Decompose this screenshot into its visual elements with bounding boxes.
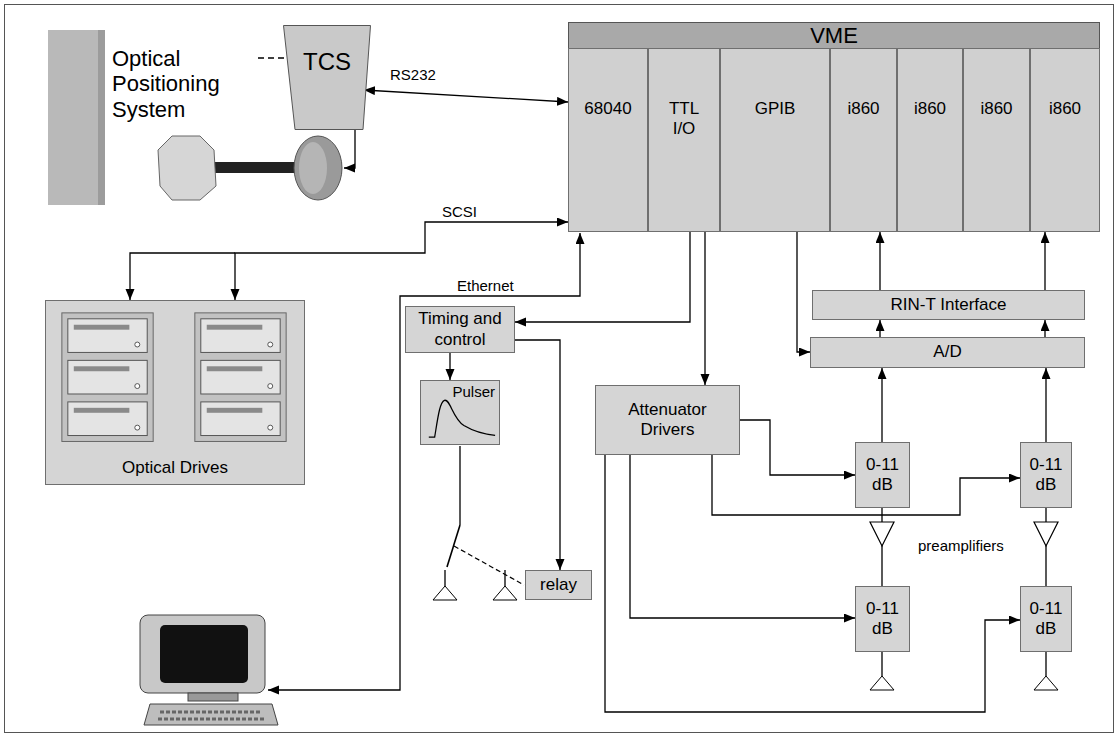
- node-label: 0-11 dB: [1027, 455, 1065, 496]
- node-label: TCS: [303, 48, 351, 77]
- connector: [882, 368, 883, 442]
- connector: [1045, 232, 1046, 290]
- node-label: i860: [847, 99, 879, 119]
- connector: [797, 232, 810, 352]
- attenuator-box: 0-11 dB: [1020, 442, 1072, 508]
- node-label: Timing and control: [412, 309, 508, 350]
- connector: [364, 90, 568, 102]
- connector: [880, 232, 881, 290]
- node-label: A/D: [933, 342, 961, 362]
- driver-box: Attenuator Drivers: [595, 385, 740, 455]
- adc-box: A/D: [810, 337, 1085, 368]
- node-label: 0-11 dB: [862, 599, 903, 640]
- node-label: Optical Positioning System: [112, 46, 252, 122]
- component-label: preamplifiers: [916, 537, 1006, 554]
- timing-box: Timing and control: [405, 306, 515, 353]
- bus-label: Ethernet: [455, 277, 516, 294]
- interface-box: RIN-T Interface: [812, 290, 1085, 320]
- node-label: Optical Drives: [122, 458, 228, 478]
- node-label: i860: [980, 99, 1012, 119]
- node-label: i860: [914, 99, 946, 119]
- pulser-switch: [433, 446, 524, 600]
- antenna-symbols: [870, 652, 1058, 690]
- ethernet-wire: [268, 233, 580, 690]
- attenuator-box: 0-11 dB: [855, 586, 910, 652]
- connector: [705, 232, 706, 385]
- connector: [740, 420, 855, 475]
- connector: [1045, 320, 1046, 337]
- positioning-system: Optical Positioning System: [48, 30, 258, 205]
- connector: [515, 340, 560, 570]
- relay-box: relay: [525, 570, 592, 600]
- node-label: 0-11 dB: [1027, 599, 1065, 640]
- node-label: relay: [540, 575, 577, 595]
- dsp-board: i860: [830, 48, 897, 232]
- dsp-board: i860: [897, 48, 963, 232]
- node-label: GPIB: [755, 99, 796, 119]
- node-label: i860: [1049, 99, 1081, 119]
- connector: [880, 320, 881, 337]
- node-label: VME: [569, 23, 1099, 48]
- gpib-board: GPIB: [720, 48, 830, 232]
- node-label: 0-11 dB: [862, 455, 903, 496]
- shaft-wheels: [158, 130, 355, 200]
- bus-label: SCSI: [440, 203, 479, 220]
- bus-label: RS232: [388, 66, 438, 83]
- attenuator-box: 0-11 dB: [1020, 586, 1072, 652]
- node-label: TTL I/O: [663, 99, 705, 140]
- dsp-board: i860: [1030, 48, 1100, 232]
- node-label: Attenuator Drivers: [602, 400, 733, 441]
- node-label: RIN-T Interface: [891, 295, 1007, 315]
- connector: [605, 455, 1020, 712]
- connector: [630, 455, 855, 618]
- pulser-box: Pulser: [420, 380, 500, 445]
- node-label: Pulser: [452, 383, 495, 401]
- connector: [450, 353, 451, 380]
- controller-trapezoid: TCS: [283, 25, 371, 130]
- computer-icon: [140, 615, 278, 725]
- attenuator-box: 0-11 dB: [855, 442, 910, 508]
- node-label: 68040: [584, 99, 631, 119]
- connector: [515, 232, 690, 322]
- vme-crate: VME 68040 TTL I/O GPIB i860 i860 i860 i860: [568, 22, 1100, 232]
- connector: [1046, 368, 1047, 442]
- connector: [130, 222, 568, 300]
- drive-rack: Optical Drives: [45, 300, 305, 485]
- dsp-board: i860: [963, 48, 1030, 232]
- io-board: TTL I/O: [648, 48, 720, 232]
- cpu-board: 68040: [568, 48, 648, 232]
- connector: [258, 58, 288, 59]
